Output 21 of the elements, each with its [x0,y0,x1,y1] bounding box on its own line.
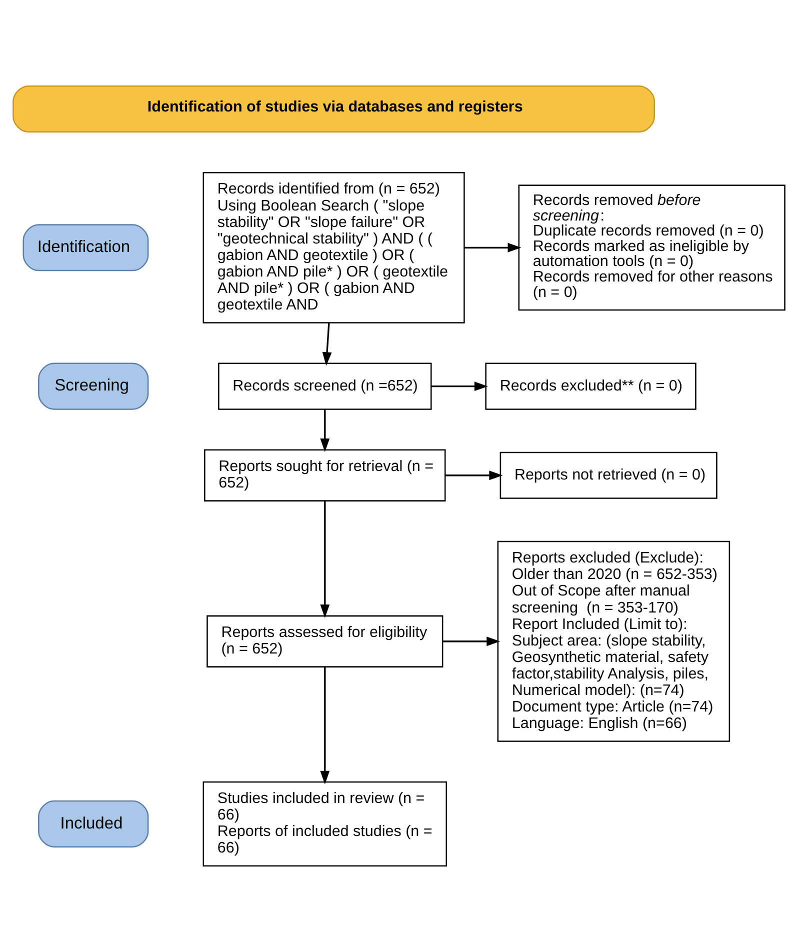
arrow [320,666,330,784]
arrow [322,322,332,366]
node-box: Reports not retrieved (n = 0) [500,451,718,498]
node-box: Records identified from (n = 652) Using Boolean Search ( "slope stability" OR "slope failure" OR "geotechnical stability" ) AND ( ( gabion AND geotextile ) OR ( gabion AND pile* ) OR ( geotextile AND pile* ) OR ( gabion AND geotextile AND [202,171,465,323]
node-box: Identification of studies via databases and registers [12,84,656,132]
node-box: Screening [38,362,149,410]
node-box: Records excluded** (n = 0) [485,362,696,410]
arrow [464,242,522,252]
arrow [431,381,488,391]
node-box: Reports assessed for eligibility (n = 652) [206,614,444,667]
node-box: Records screened (n =652) [218,362,432,410]
node-box: Reports excluded (Exclude): Older than 2020 (n = 652-353) Out of Scope after manual screening (n = 353-170) Report Included (Limit to): Subject area: (slope stability, Geosynthetic material, safety factor,stability Analysis, piles, Numerical model): (n=74) Document type: Article (n=74) Language: English (n=66) [497,540,730,742]
node-box: Reports sought for retrieval (n = 652) [204,448,446,501]
node-box: Studies included in review (n = 66) Reports of included studies (n = 66) [202,780,448,866]
arrow [443,636,500,646]
arrow [320,408,330,452]
arrow [320,500,330,618]
node-box: Identification [22,224,149,271]
arrow [445,470,503,480]
node-box: Included [38,800,149,847]
node-box: Records removed before screening: Duplicate records removed (n = 0) Records marked as ineligible by automation tools (n = 0) Records removed for other reasons (n = 0) [518,184,786,310]
